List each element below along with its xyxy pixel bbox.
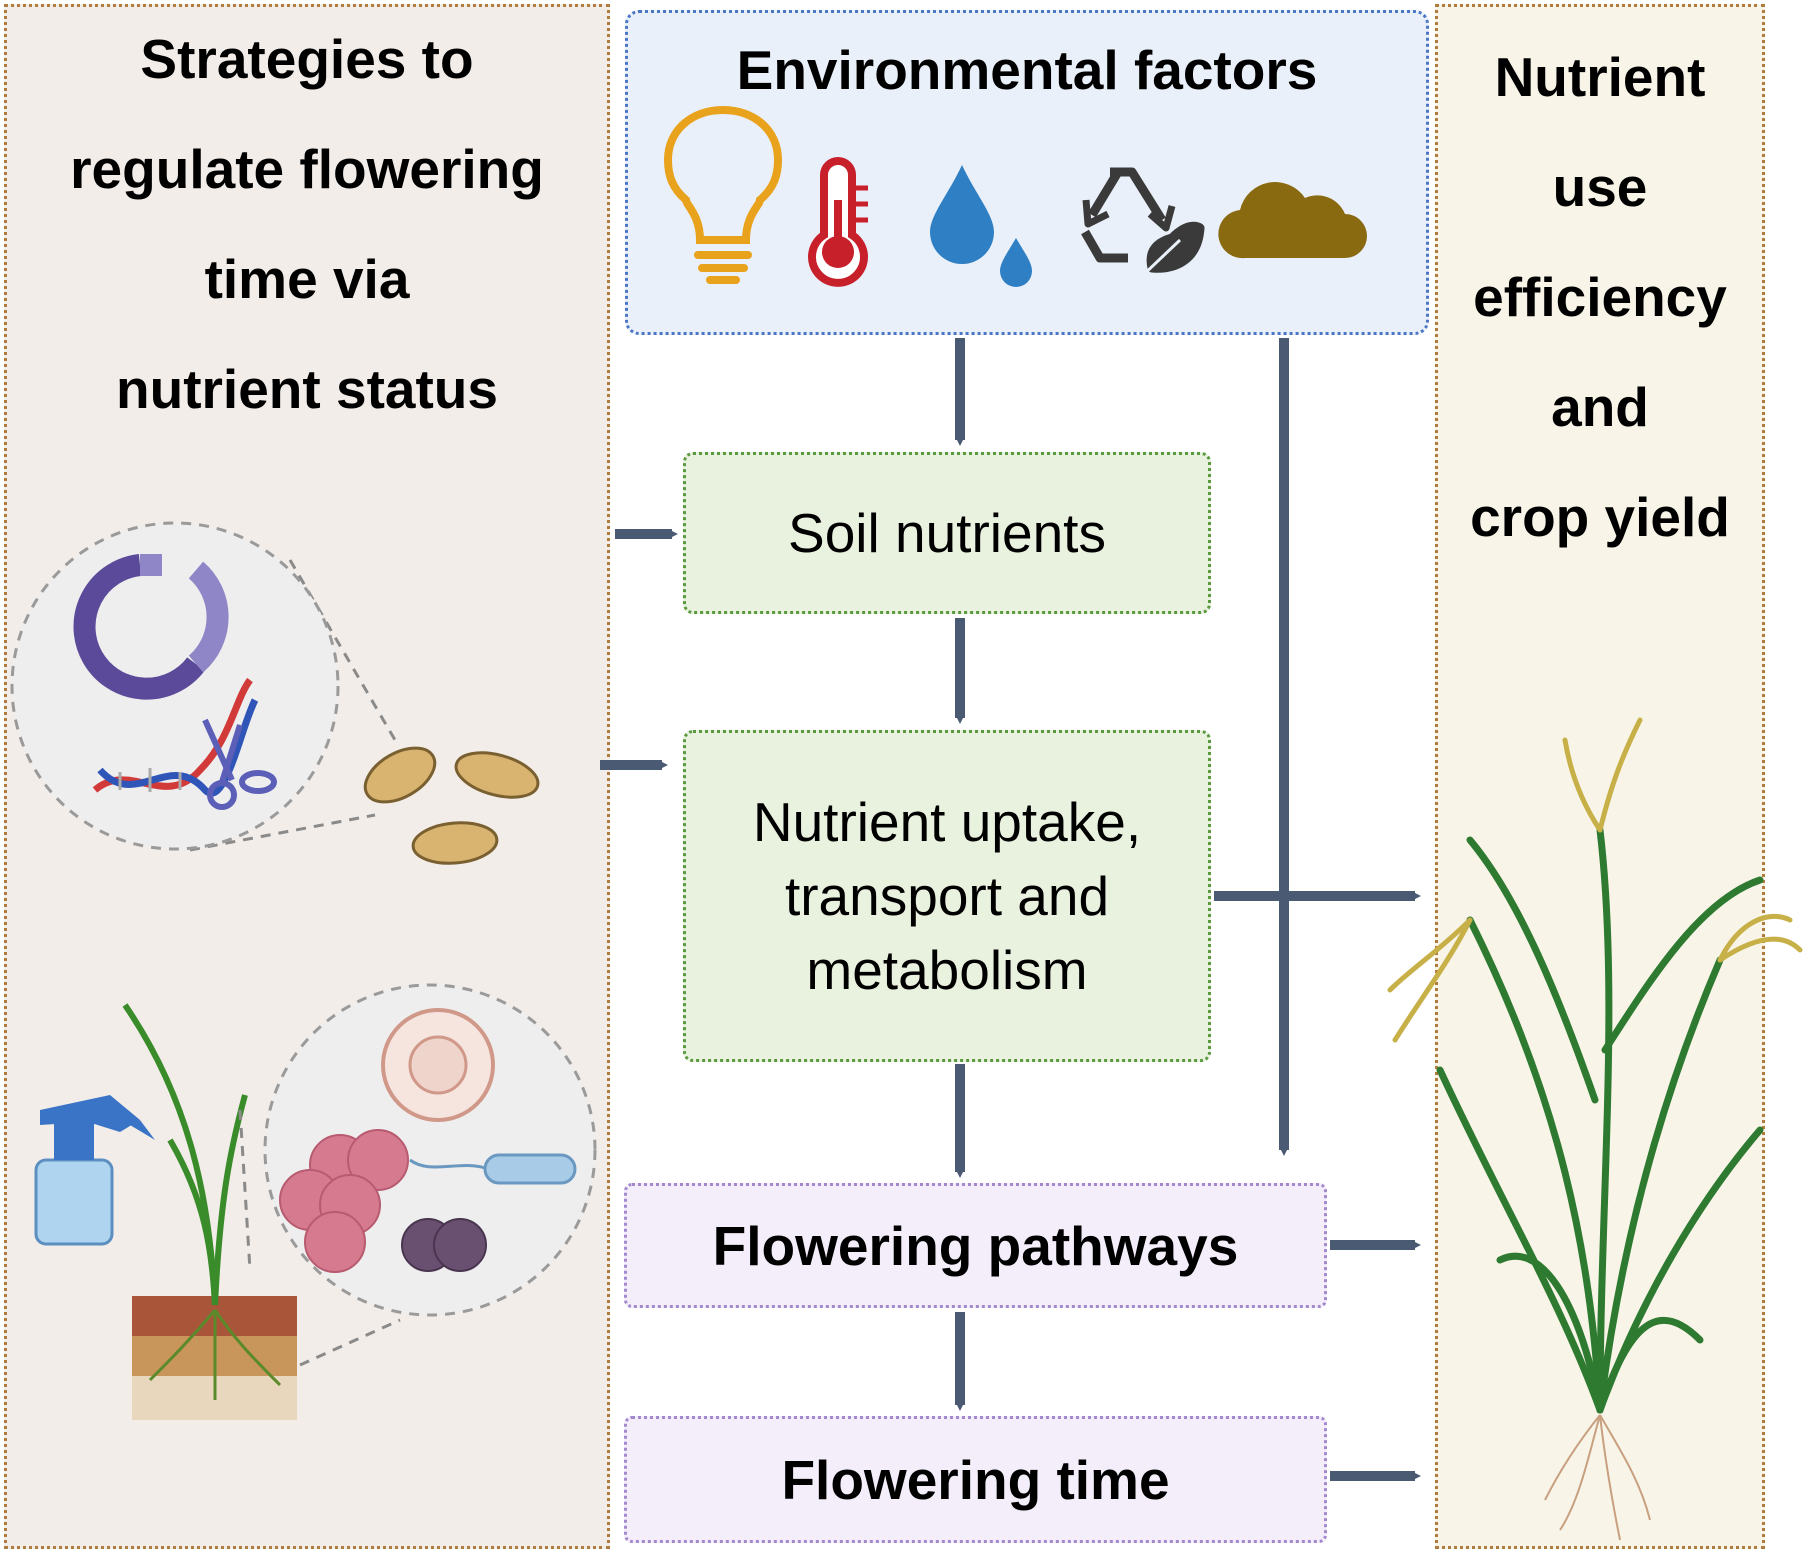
spray-bottle-icon <box>34 1095 155 1246</box>
rice-plant-icon <box>1387 717 1803 1541</box>
flowering-time-box: Flowering time <box>624 1416 1327 1543</box>
flowering-pathways-box: Flowering pathways <box>624 1183 1327 1308</box>
recycle-leaf-icon <box>1081 167 1205 280</box>
rice-seeds-icon <box>363 746 540 865</box>
bacillus-icon <box>409 1153 577 1185</box>
soil-nutrients-box: Soil nutrients <box>683 452 1211 614</box>
light-bulb-icon <box>663 105 783 284</box>
gene-editing-inset <box>10 521 397 852</box>
left-title-line: regulate flowering <box>70 138 544 200</box>
flow-arrows <box>600 338 1421 1481</box>
right-title-line: efficiency <box>1473 266 1727 328</box>
dna-helix-icon <box>92 677 259 797</box>
soil-cloud-icon <box>1218 182 1367 259</box>
left-title-line: time via <box>204 248 410 310</box>
plasmid-icon <box>73 554 229 700</box>
right-title-line: crop yield <box>1470 486 1730 548</box>
left-title-line: nutrient status <box>116 358 498 420</box>
microbes-inset <box>238 983 597 1367</box>
right-title-line: use <box>1552 156 1648 218</box>
scissors-icon <box>202 718 277 810</box>
thermometer-icon <box>808 157 868 287</box>
virus-icon <box>381 1008 495 1122</box>
right-title-line: Nutrient <box>1494 46 1706 108</box>
uptake-line: Nutrient uptake, <box>752 791 1142 853</box>
environmental-factors-title: Environmental factors <box>736 39 1318 101</box>
right-title-line: and <box>1551 376 1649 438</box>
flowering-pathways-label: Flowering pathways <box>712 1214 1239 1277</box>
water-drops-icon <box>930 165 1032 287</box>
left-title-line: Strategies to <box>140 28 474 90</box>
flowering-time-label: Flowering time <box>781 1448 1170 1511</box>
coccus-cluster-icon <box>279 1129 409 1273</box>
nutrient-uptake-box: Nutrient uptake, transport and metabolis… <box>683 730 1211 1062</box>
diplococcus-icon <box>401 1218 487 1272</box>
soil-nutrients-label: Soil nutrients <box>788 502 1106 564</box>
uptake-line: transport and <box>784 865 1110 927</box>
right-panel-title: Nutrient use efficiency and crop yield <box>1435 22 1765 572</box>
left-panel-title: Strategies to regulate flowering time vi… <box>4 4 610 444</box>
uptake-line: metabolism <box>806 939 1088 1001</box>
